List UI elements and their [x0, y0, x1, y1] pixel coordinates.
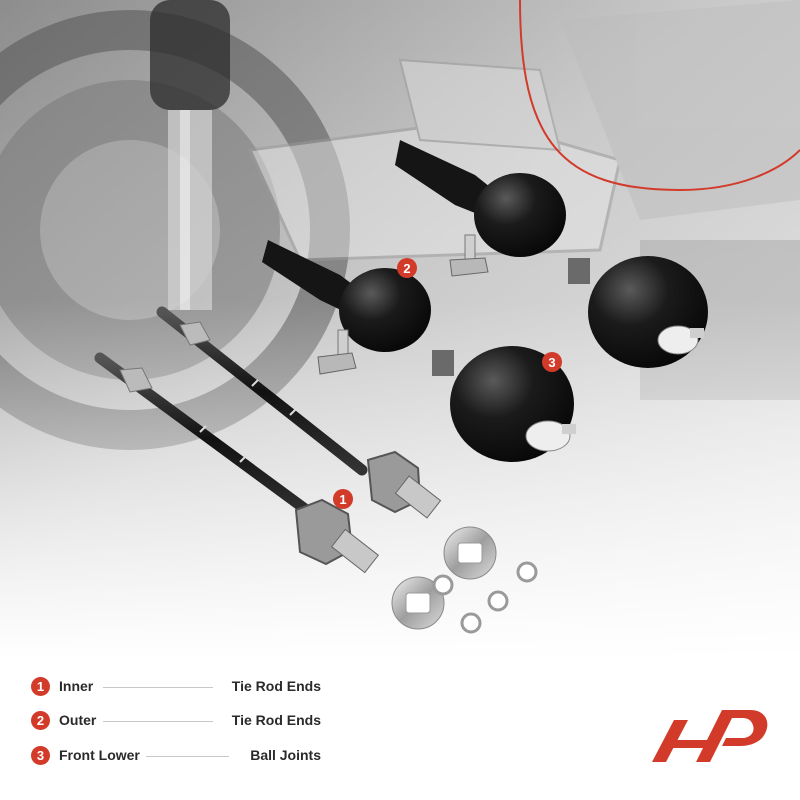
small-washer — [460, 612, 482, 634]
legend-position-label: Front Lower — [59, 747, 140, 763]
product-scene: 2 3 1 — [0, 0, 800, 660]
legend-leader-line — [146, 756, 229, 757]
callout-badge-1: 1 — [333, 489, 353, 509]
legend-leader-line — [103, 721, 213, 722]
legend-row-front-lower-ball-joints: 3 Front Lower Ball Joints — [31, 745, 321, 767]
washers — [391, 526, 538, 634]
legend-part-label: Tie Rod Ends — [231, 712, 321, 728]
callout-number: 3 — [548, 355, 555, 370]
legend-position-label: Outer — [59, 712, 97, 728]
ball-joint — [568, 256, 708, 368]
background-shock-absorber — [150, 0, 230, 310]
callout-number: 2 — [403, 261, 410, 276]
legend-part-label: Tie Rod Ends — [231, 678, 321, 694]
small-washer — [516, 561, 538, 583]
small-washer — [487, 590, 509, 612]
outer-tie-rod-end — [262, 240, 431, 375]
inner-tie-rod — [156, 306, 442, 519]
callout-number: 1 — [339, 492, 346, 507]
legend-part-label: Ball Joints — [250, 747, 321, 763]
callout-badge-2: 2 — [397, 258, 417, 278]
legend-number-badge: 3 — [31, 746, 50, 765]
a-premium-logo-icon — [652, 710, 768, 762]
outer-tie-rod-end — [395, 140, 566, 277]
inner-tie-rod — [94, 352, 380, 574]
logo-p-bowl — [722, 710, 768, 746]
legend-row-inner-tie-rod-ends: 1 Inner Tie Rod Ends — [31, 676, 321, 698]
parts-legend: 1 Inner Tie Rod Ends 2 Outer Tie Rod End… — [0, 660, 800, 800]
logo-slash-mid — [696, 710, 736, 762]
logo-slash-left — [652, 720, 688, 762]
legend-number-badge: 1 — [31, 677, 50, 696]
large-washer — [443, 526, 497, 580]
small-washer — [432, 574, 454, 596]
legend-row-outer-tie-rod-ends: 2 Outer Tie Rod Ends — [31, 710, 321, 732]
large-washer — [391, 576, 445, 630]
legend-position-label: Inner — [59, 678, 94, 694]
ball-joint — [432, 346, 576, 462]
decorative-red-arc — [519, 0, 800, 192]
legend-number-badge: 2 — [31, 711, 50, 730]
callout-badge-3: 3 — [542, 352, 562, 372]
legend-leader-line — [103, 687, 213, 688]
